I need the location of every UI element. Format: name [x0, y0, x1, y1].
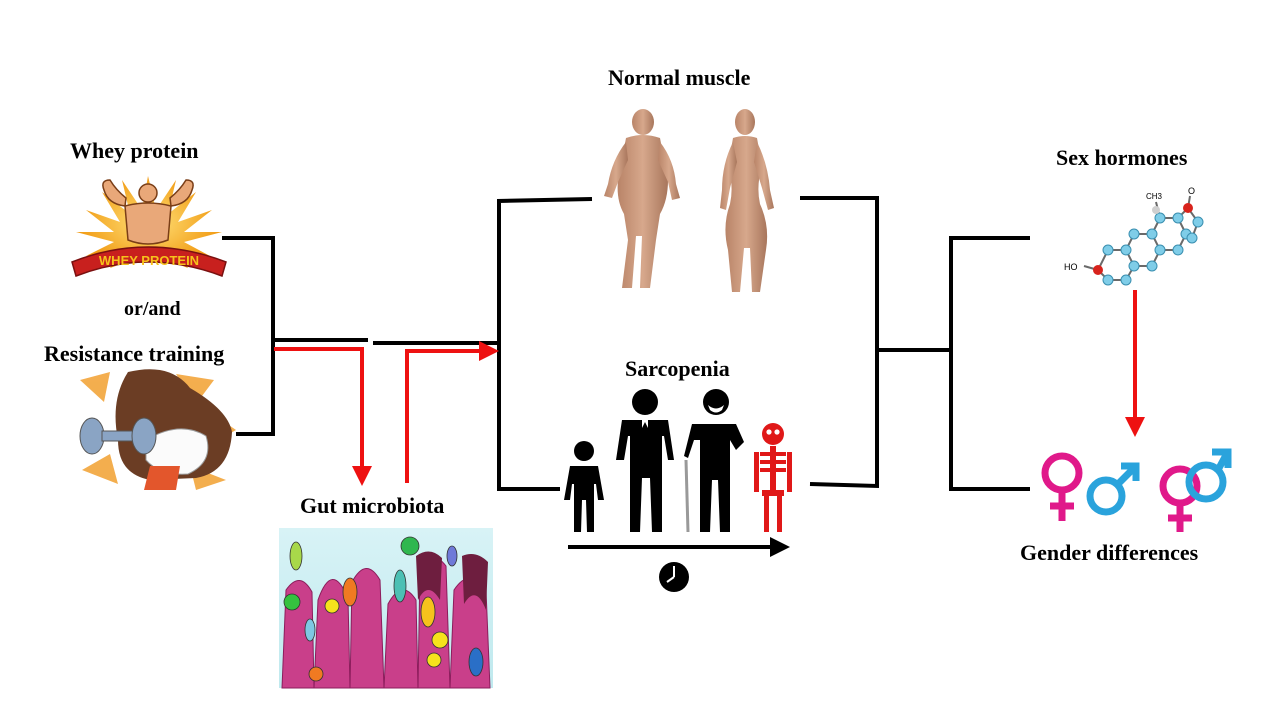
normal-muscle-label: Normal muscle — [608, 65, 751, 90]
molecule-o-label: O — [1188, 186, 1195, 196]
gender-differences-label: Gender differences — [1020, 540, 1199, 565]
sex-hormone-molecule: CH3 O HO — [1064, 186, 1204, 286]
resistance-training-clipart — [79, 369, 236, 490]
sarcopenia-figures — [564, 389, 792, 592]
male-symbol-icon — [1086, 462, 1140, 516]
bracket-far-right — [949, 236, 1030, 491]
whey-protein-label: Whey protein — [70, 138, 199, 163]
normal-muscle-figures — [604, 109, 774, 292]
whey-badge-text: WHEY PROTEIN — [99, 253, 199, 268]
whey-protein-logo: WHEY PROTEIN — [71, 176, 227, 277]
bracket-center — [497, 197, 593, 491]
arrow-from-gut — [405, 341, 499, 483]
sex-hormones-label: Sex hormones — [1056, 145, 1188, 170]
male-muscle-figure — [604, 109, 680, 288]
molecule-ch3-label: CH3 — [1146, 192, 1163, 201]
bracket-right-mid — [800, 196, 879, 489]
clock-icon — [659, 562, 689, 592]
skeleton-figure — [754, 423, 792, 532]
child-figure — [564, 441, 604, 532]
combined-gender-icon — [1159, 448, 1232, 532]
arrow-to-gut — [274, 347, 372, 486]
molecule-ho-label: HO — [1064, 262, 1078, 272]
red-arrows — [274, 290, 1145, 486]
gut-microbiota-label: Gut microbiota — [300, 493, 445, 518]
or-and-label: or/and — [124, 298, 181, 320]
gender-symbols — [1041, 448, 1232, 532]
adult-figure — [616, 389, 674, 532]
gut-microbiota-illustration — [279, 528, 493, 689]
sarcopenia-label: Sarcopenia — [625, 356, 730, 381]
female-muscle-figure — [720, 109, 774, 292]
female-symbol-icon — [1041, 452, 1083, 521]
connector-lines — [222, 196, 1030, 491]
bracket-left — [222, 236, 275, 436]
resistance-training-label: Resistance training — [44, 341, 225, 366]
elderly-figure — [684, 389, 744, 533]
